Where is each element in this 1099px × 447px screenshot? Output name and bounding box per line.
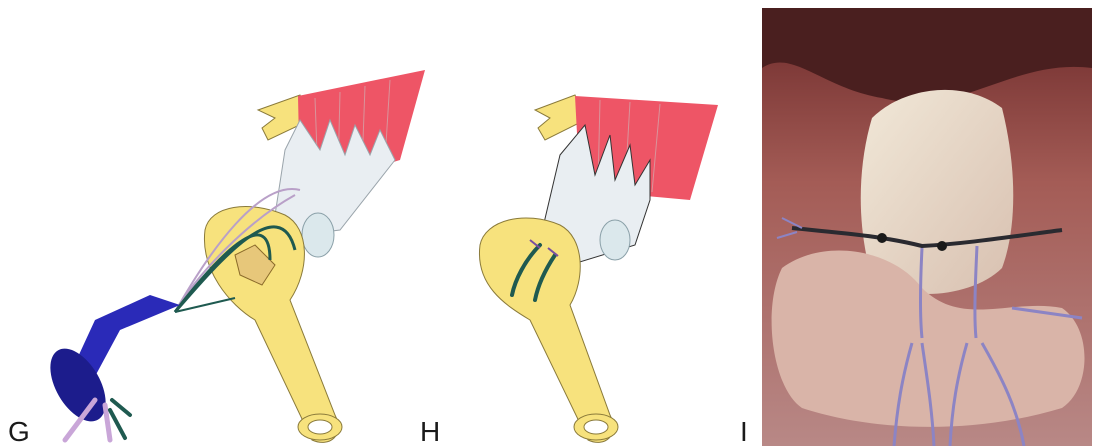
glenoid (600, 220, 630, 260)
panel-label-h: H (420, 418, 440, 446)
panel-h-illustration (420, 0, 740, 446)
glenoid (302, 213, 334, 257)
panel-label-i: I (740, 418, 748, 446)
panel-g-illustration (0, 0, 430, 446)
panel-label-g: G (8, 418, 30, 446)
tendon (275, 120, 395, 235)
panel-i: I (740, 0, 1099, 446)
panel-g: G (0, 0, 430, 446)
specimen-photo (762, 8, 1092, 446)
panel-h: H (420, 0, 740, 446)
